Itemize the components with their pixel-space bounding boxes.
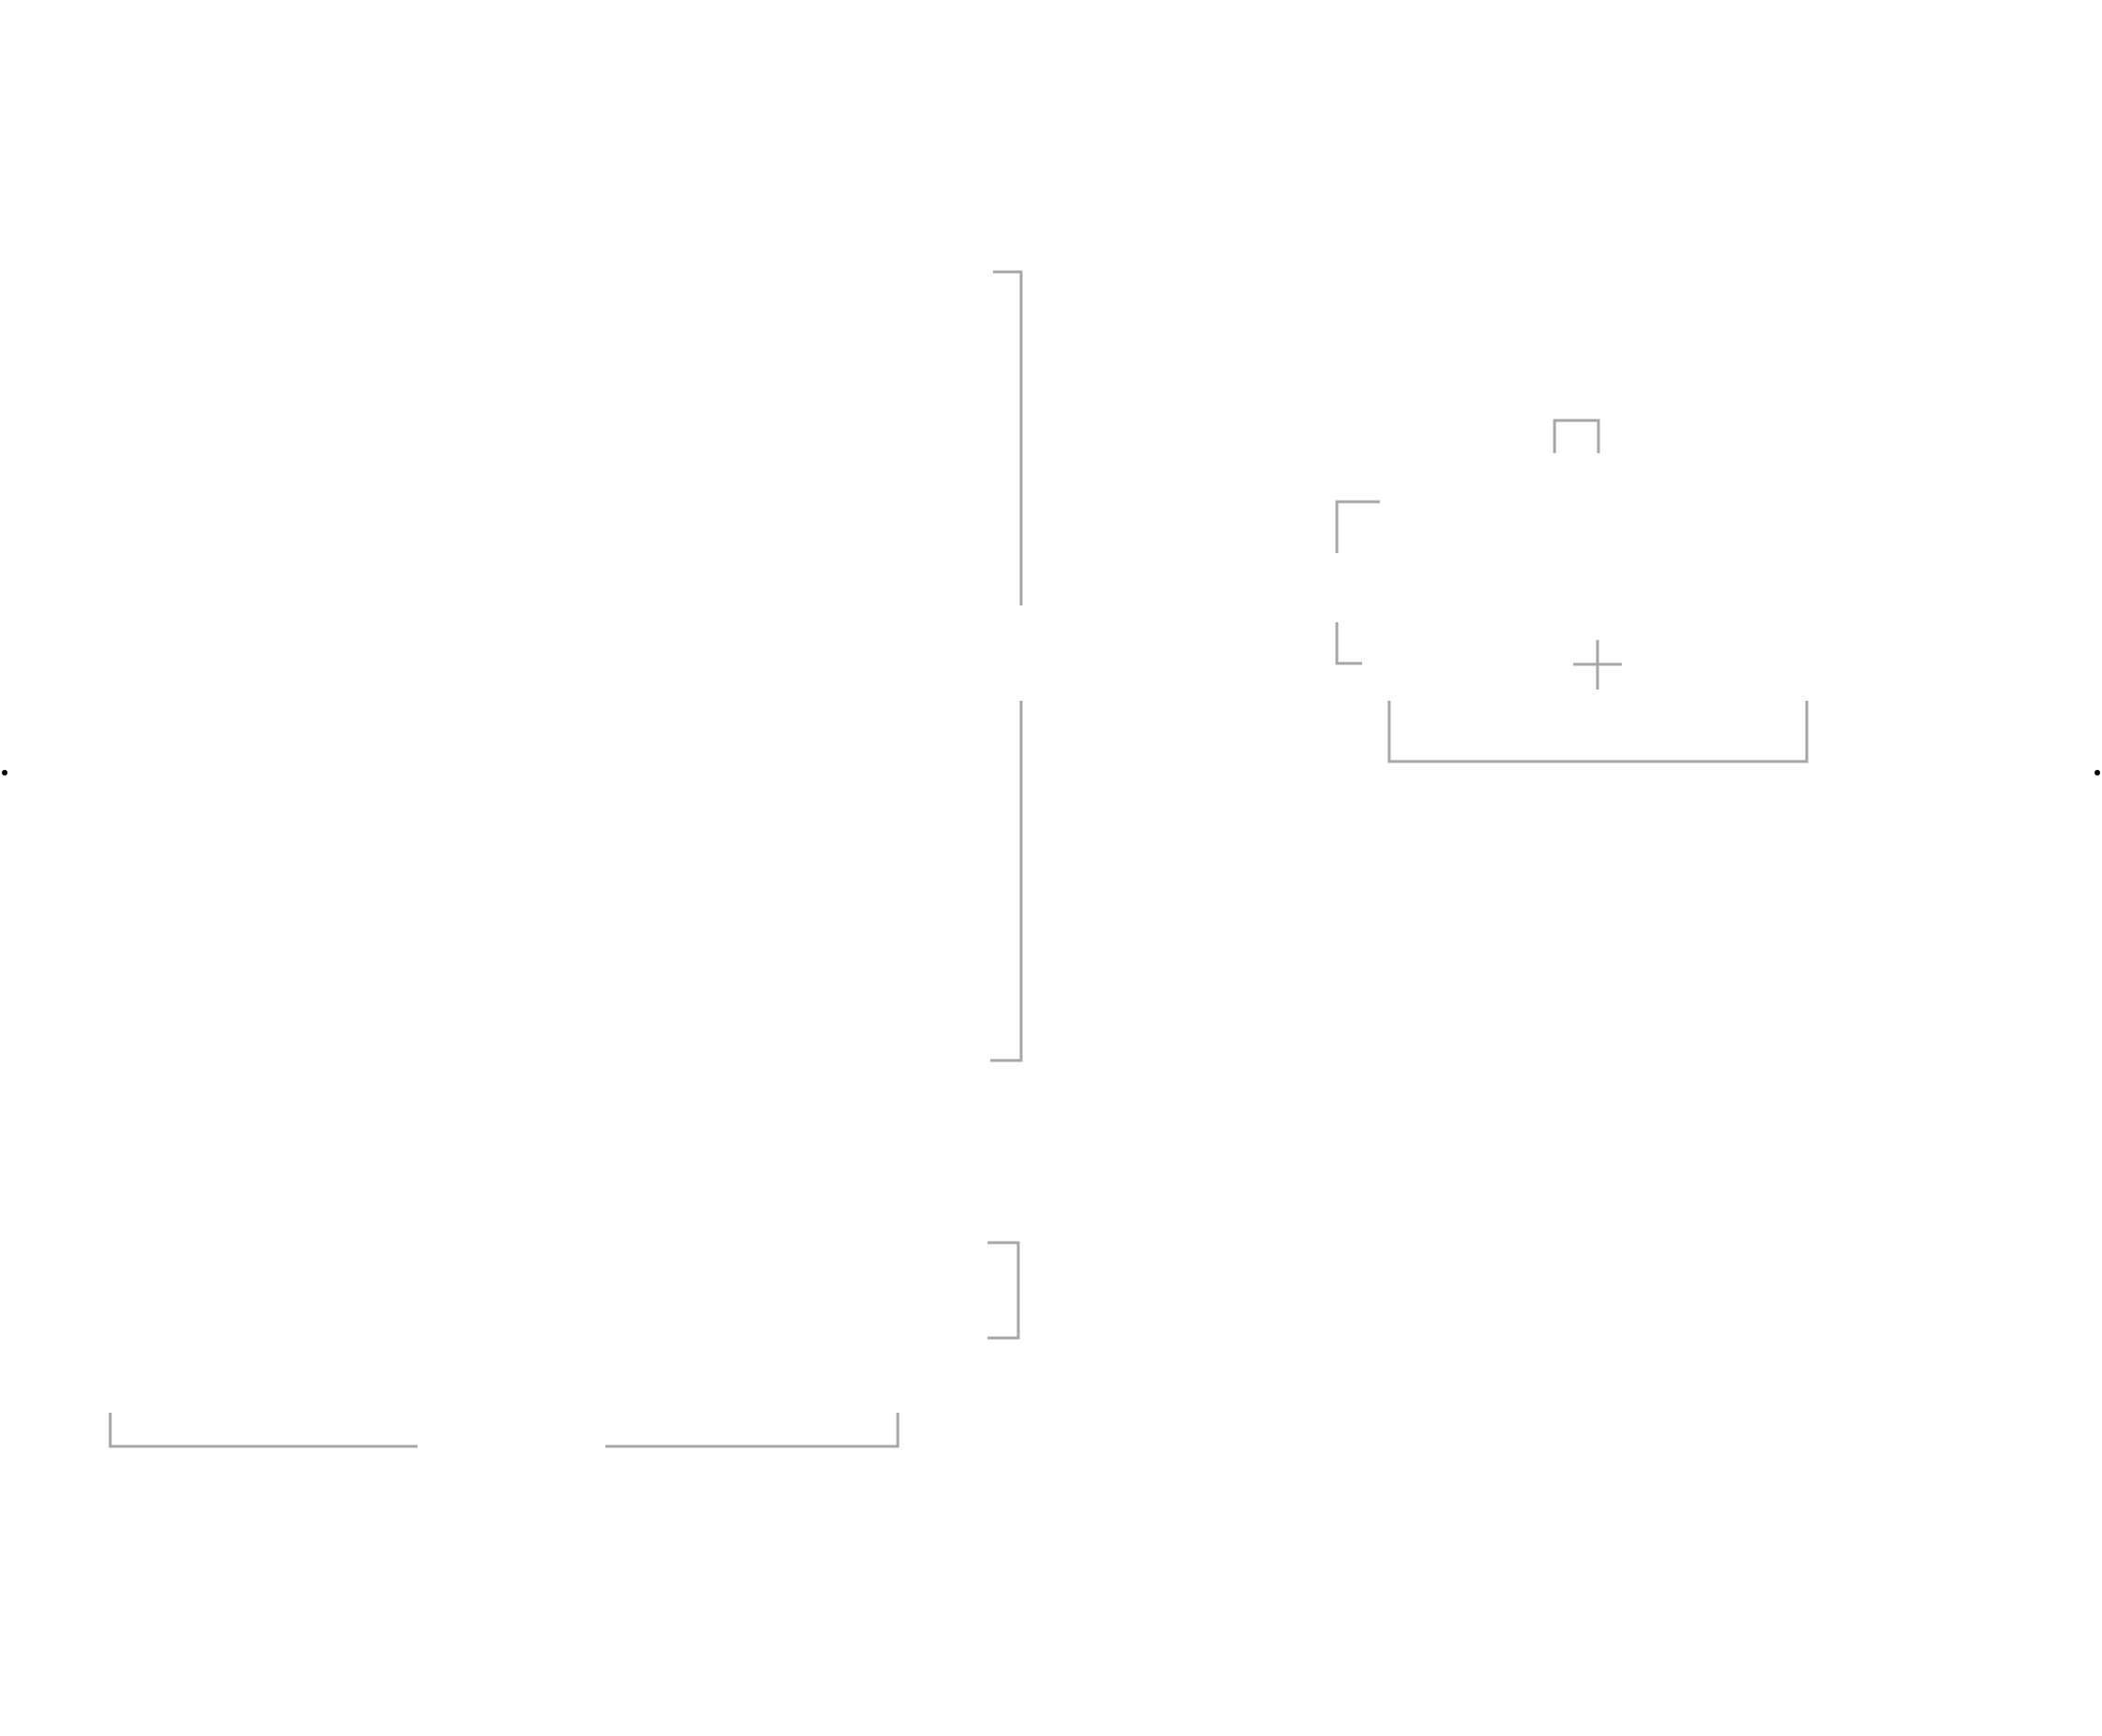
- right-edge-dot: [2095, 770, 2100, 776]
- top-cap-bracket: [1553, 419, 1600, 453]
- bottom-right-base-segment: [605, 1413, 900, 1448]
- left-edge-dot: [2, 770, 7, 776]
- upper-left-corner: [1335, 500, 1380, 553]
- plus-marker: [1573, 640, 1622, 690]
- bottom-left-base-segment: [108, 1413, 418, 1448]
- lower-right-bracket: [990, 701, 1023, 1062]
- lower-left-corner: [1335, 622, 1362, 665]
- wide-bottom-bracket: [1387, 701, 1809, 763]
- upper-right-bracket: [993, 270, 1023, 605]
- small-right-bracket: [987, 1241, 1020, 1340]
